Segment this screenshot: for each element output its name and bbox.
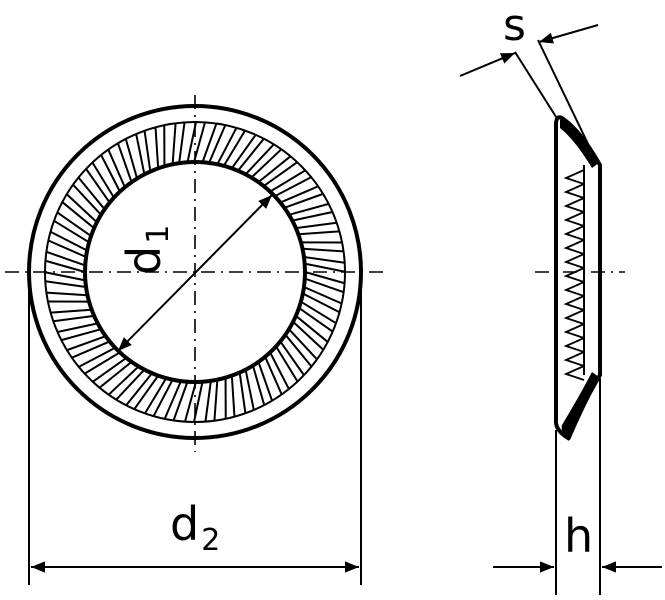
serration-tooth [116,138,139,183]
d1-label: d1 [117,225,176,275]
side-serration-tooth [563,365,585,381]
serration-tooth [125,372,159,410]
d1-dimension-line [117,194,273,352]
serration-tooth [302,286,343,314]
s-extension-2 [537,39,591,149]
serration-tooth [304,271,345,294]
side-serration-tooth [563,295,585,311]
side-view: s h [459,0,662,595]
side-serration-tooth [563,253,585,269]
side-serration-teeth [563,169,585,381]
serration-tooth [244,143,283,179]
serration-tooth [269,169,312,198]
s-arrow-right [538,24,599,44]
serration-tooth [72,176,106,216]
serration-tooth [154,125,166,169]
side-serration-tooth [563,267,585,283]
serration-tooth [66,335,111,359]
side-serration-tooth [563,351,585,367]
serration-tooth [275,340,305,382]
serration-tooth [171,122,186,165]
serration-tooth [303,256,346,273]
serration-tooth [46,291,90,303]
serration-tooth [50,308,95,323]
serration-tooth [300,241,344,253]
serration-tooth [53,211,92,244]
serration-tooth [100,149,126,193]
front-view: d1 d2 [5,95,385,585]
side-serration-tooth [563,281,585,297]
side-serration-tooth [563,225,585,241]
serration-tooth [251,361,274,406]
serration-tooth [186,121,206,163]
serration-tooth [184,381,204,423]
serration-tooth [231,134,265,172]
serration-tooth [288,202,333,222]
serration-tooth [57,322,102,342]
side-serration-tooth [563,197,585,213]
side-serration-tooth [563,169,585,185]
serration-tooth [107,365,146,401]
serration-tooth [163,380,189,421]
serration-tooth [135,130,152,175]
s-extension-1 [514,51,559,121]
serration-teeth [44,121,346,423]
side-serration-tooth [563,309,585,325]
serration-tooth [216,127,246,167]
serration-tooth [224,375,236,419]
serration-tooth [44,271,87,288]
serration-tooth [61,193,98,229]
serration-tooth [47,230,88,258]
side-serration-tooth [563,183,585,199]
serration-tooth [284,328,318,368]
serration-tooth [144,377,174,417]
serration-tooth [264,351,290,395]
s-label: s [503,0,526,51]
serration-tooth [201,123,227,164]
serration-tooth [45,250,86,273]
side-serration-tooth [563,323,585,339]
side-serration-tooth [563,239,585,255]
s-arrow-left [459,52,516,77]
serration-tooth [295,221,340,236]
serration-tooth [298,300,337,333]
side-serration-tooth [563,211,585,227]
side-serration-tooth [563,337,585,353]
serration-tooth [257,155,298,187]
serration-tooth [78,346,121,375]
bottom-bevel [561,372,600,440]
serration-tooth [279,185,324,209]
top-bevel [560,118,600,168]
serration-tooth [292,315,329,351]
serration-tooth [204,379,219,422]
serration-tooth [92,357,133,389]
serration-tooth [238,369,255,414]
serration-tooth [85,162,115,204]
d2-label: d2 [170,497,220,558]
h-label: h [564,509,593,563]
